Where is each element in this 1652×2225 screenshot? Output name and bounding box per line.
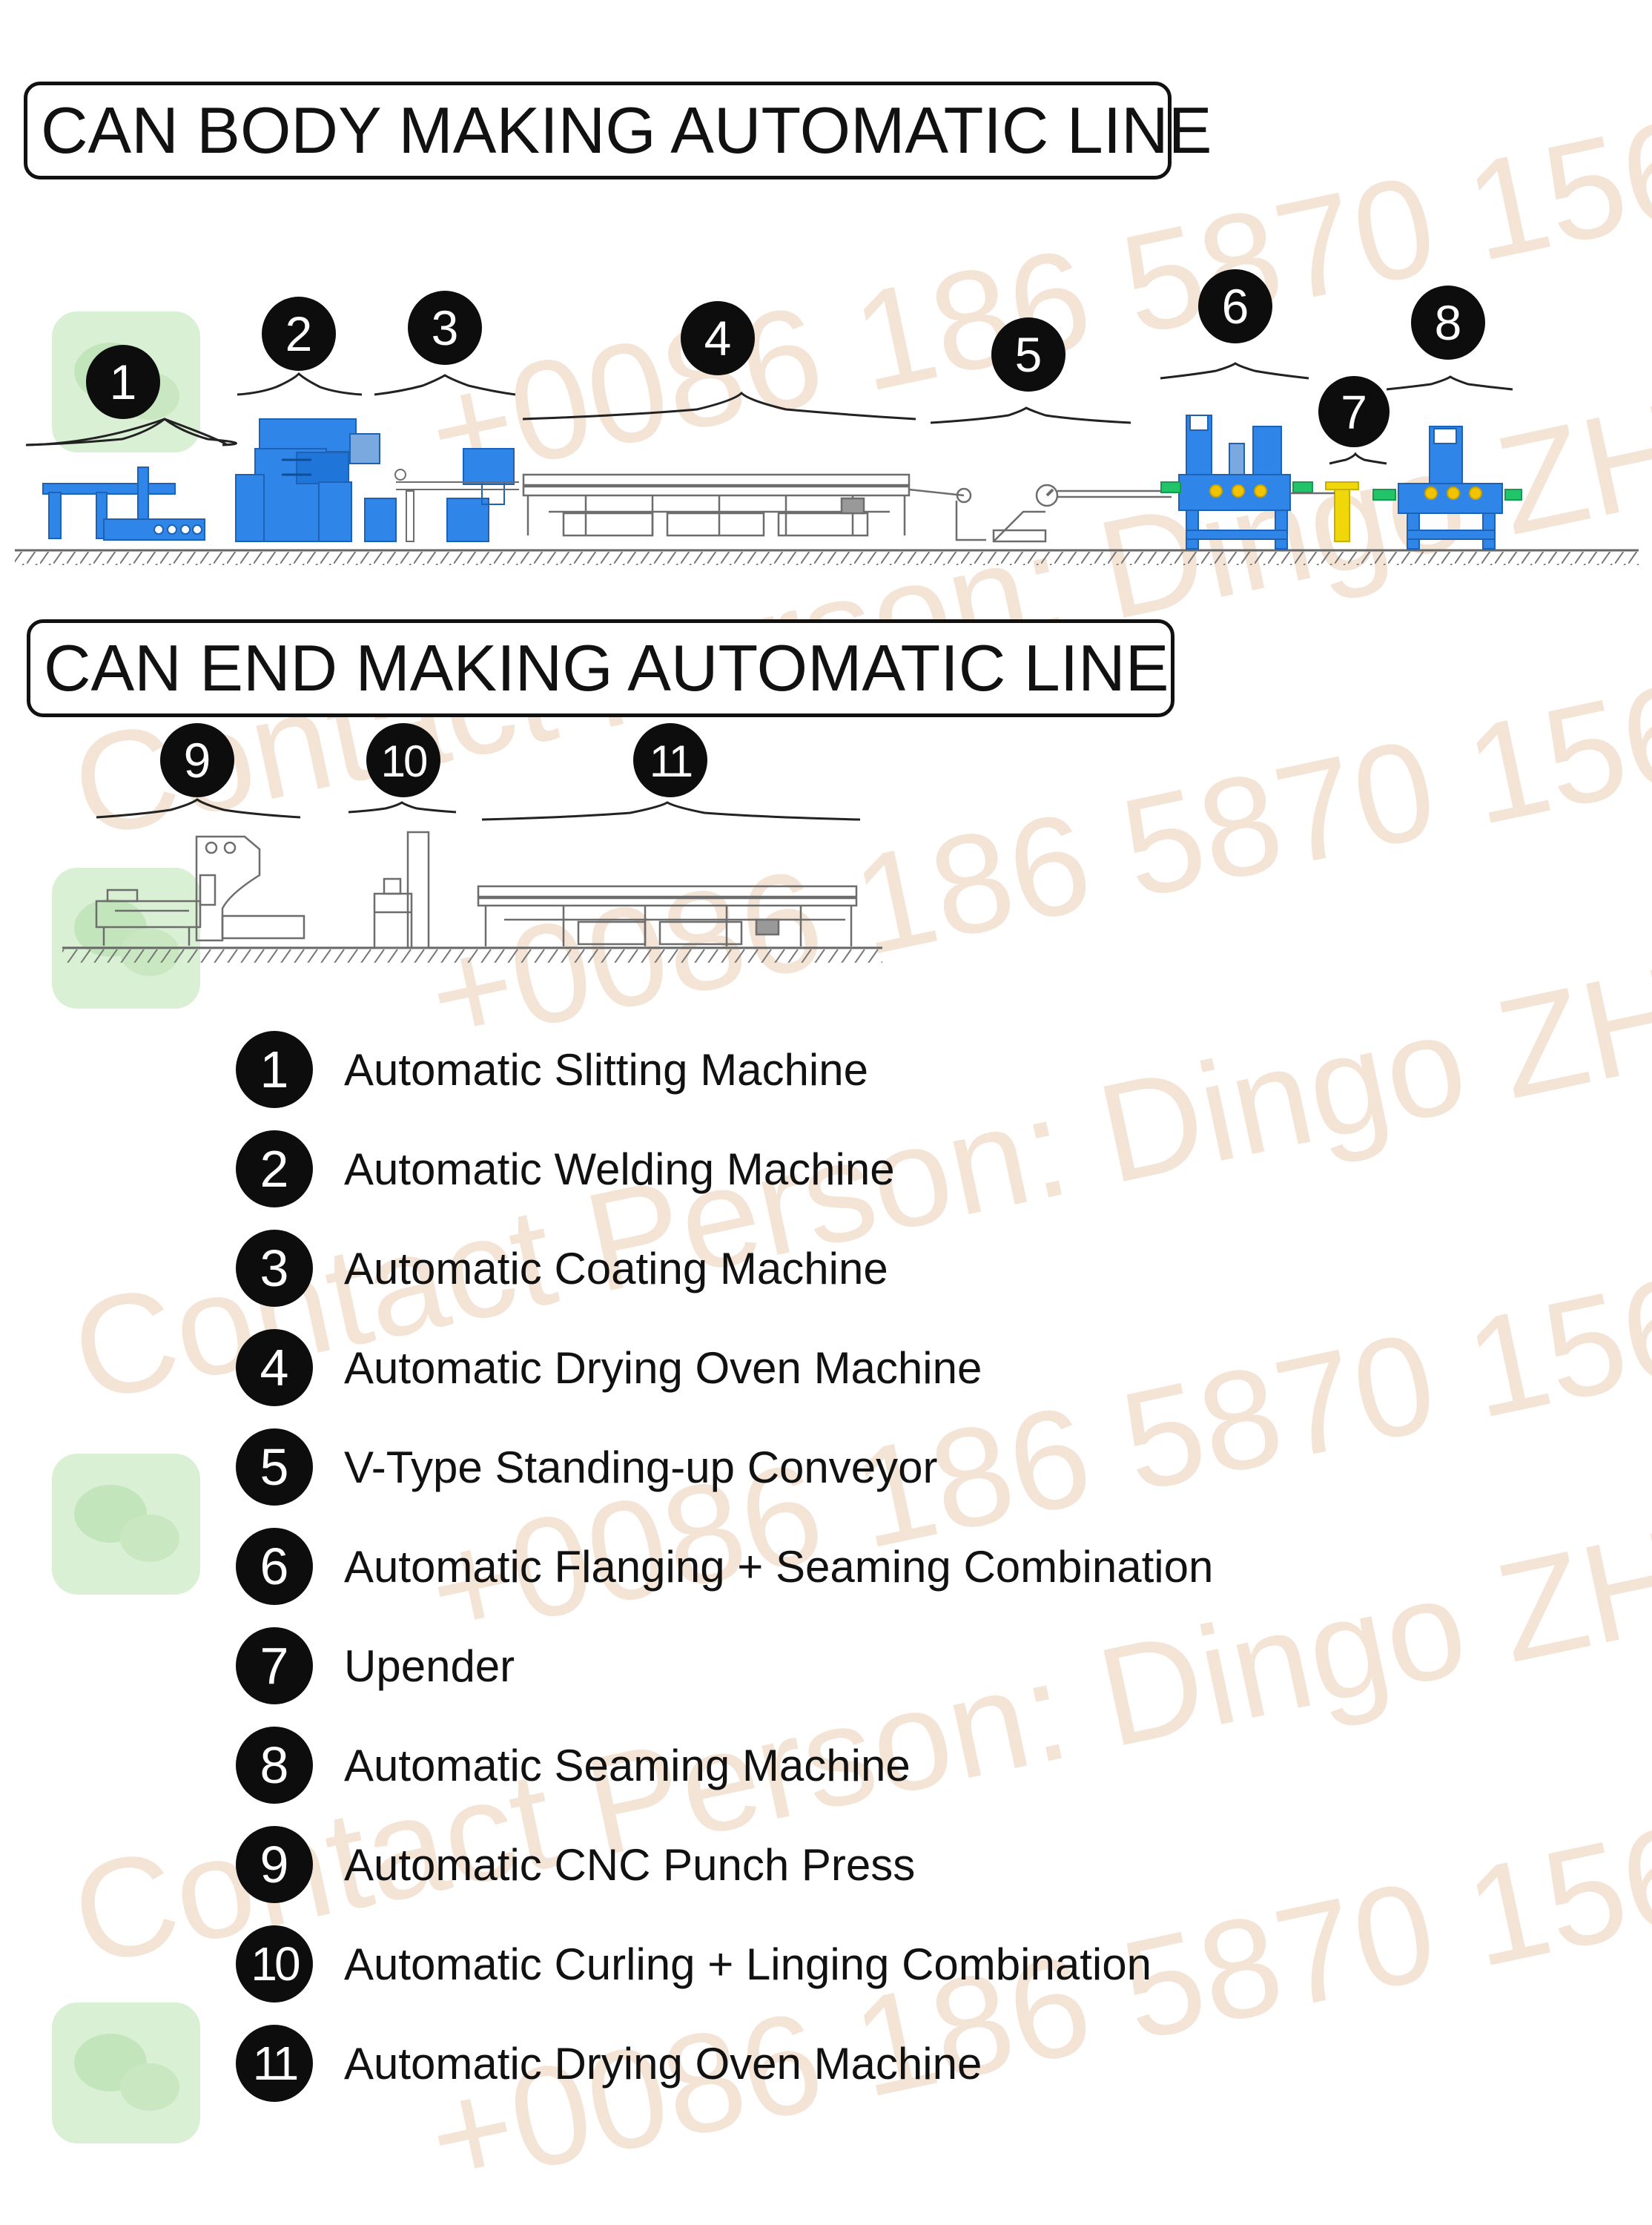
legend-label: Automatic Flanging + Seaming Combination — [344, 1541, 1214, 1592]
legend-number: 6 — [236, 1528, 313, 1605]
legend-label: Automatic Slitting Machine — [344, 1044, 868, 1095]
cnc-punch-press — [95, 835, 305, 946]
legend-item: 11 Automatic Drying Oven Machine — [236, 2025, 982, 2102]
legend-item: 5 V-Type Standing-up Conveyor — [236, 1428, 937, 1506]
badge-6: 6 — [1198, 269, 1272, 343]
drying-oven — [522, 473, 911, 537]
can-body-line-title: CAN BODY MAKING AUTOMATIC LINE — [24, 82, 1212, 179]
svg-text:6: 6 — [1222, 279, 1249, 334]
end-ground — [62, 946, 882, 963]
svg-text:5: 5 — [1015, 327, 1043, 382]
production-line-diagram: 1 2 3 4 5 6 7 8 — [15, 269, 1639, 963]
svg-text:1: 1 — [110, 355, 137, 409]
curling-lining-machine — [373, 831, 430, 949]
legend-item: 4 Automatic Drying Oven Machine — [236, 1329, 982, 1406]
legend-item: 6 Automatic Flanging + Seaming Combinati… — [236, 1528, 1213, 1605]
badge-10: 10 — [366, 723, 440, 797]
legend-item: 9 Automatic CNC Punch Press — [236, 1826, 915, 1903]
badge-7: 7 — [1318, 376, 1390, 447]
legend-label: Upender — [344, 1641, 515, 1691]
legend-item: 8 Automatic Seaming Machine — [236, 1727, 911, 1804]
badge-5: 5 — [991, 317, 1065, 392]
svg-text:10: 10 — [381, 736, 427, 786]
end-braces — [96, 798, 861, 821]
slitting-machine — [42, 467, 205, 541]
badge-11: 11 — [633, 723, 707, 797]
welding-machine — [235, 418, 397, 542]
legend-item: 1 Automatic Slitting Machine — [236, 1031, 868, 1108]
legend-item: 3 Automatic Coating Machine — [236, 1230, 888, 1307]
feed-conveyor — [394, 469, 519, 542]
legend-number: 2 — [236, 1130, 313, 1207]
legend-number: 3 — [236, 1230, 313, 1307]
legend-label: V-Type Standing-up Conveyor — [344, 1442, 938, 1492]
body-braces — [25, 362, 1513, 465]
upender — [1290, 481, 1396, 542]
legend-item: 7 Upender — [236, 1627, 515, 1704]
badge-8: 8 — [1411, 286, 1485, 360]
legend-label: Automatic Drying Oven Machine — [344, 2038, 982, 2089]
svg-text:11: 11 — [650, 736, 692, 786]
legend-label: Automatic Drying Oven Machine — [344, 1342, 982, 1393]
v-type-conveyor — [908, 484, 1172, 543]
svg-text:2: 2 — [285, 306, 313, 361]
legend-number: 10 — [236, 1925, 313, 2002]
legend-number: 4 — [236, 1329, 313, 1406]
svg-text:3: 3 — [432, 300, 459, 355]
badge-2: 2 — [262, 297, 336, 371]
svg-text:8: 8 — [1435, 295, 1462, 350]
legend-label: Automatic Curling + Linging Combination — [344, 1939, 1152, 1989]
legend-label: Automatic Seaming Machine — [344, 1740, 911, 1790]
legend-number: 7 — [236, 1627, 313, 1704]
end-drying-oven — [477, 885, 858, 946]
svg-text:4: 4 — [704, 311, 732, 366]
can-end-line-title: CAN END MAKING AUTOMATIC LINE — [27, 619, 1174, 717]
seaming-machine — [1398, 426, 1522, 550]
legend-number: 5 — [236, 1428, 313, 1506]
badge-3: 3 — [408, 291, 482, 365]
coating-machine — [446, 448, 515, 542]
legend-label: Automatic Welding Machine — [344, 1144, 895, 1194]
wechat-icon — [52, 1454, 200, 1595]
svg-text:9: 9 — [184, 733, 211, 788]
body-ground — [15, 549, 1639, 565]
svg-text:7: 7 — [1341, 386, 1367, 439]
badge-1: 1 — [86, 345, 160, 419]
badge-4: 4 — [681, 301, 755, 375]
legend-label: Automatic Coating Machine — [344, 1243, 888, 1293]
legend-number: 1 — [236, 1031, 313, 1108]
legend-item: 2 Automatic Welding Machine — [236, 1130, 895, 1207]
legend-number: 9 — [236, 1826, 313, 1903]
legend-item: 10 Automatic Curling + Linging Combinati… — [236, 1925, 1152, 2002]
legend-label: Automatic CNC Punch Press — [344, 1839, 916, 1890]
legend-number: 11 — [236, 2025, 313, 2102]
legend-number: 8 — [236, 1727, 313, 1804]
wechat-icon — [52, 2002, 200, 2143]
flanging-seaming-machine — [1160, 415, 1313, 550]
badge-9: 9 — [160, 723, 234, 797]
